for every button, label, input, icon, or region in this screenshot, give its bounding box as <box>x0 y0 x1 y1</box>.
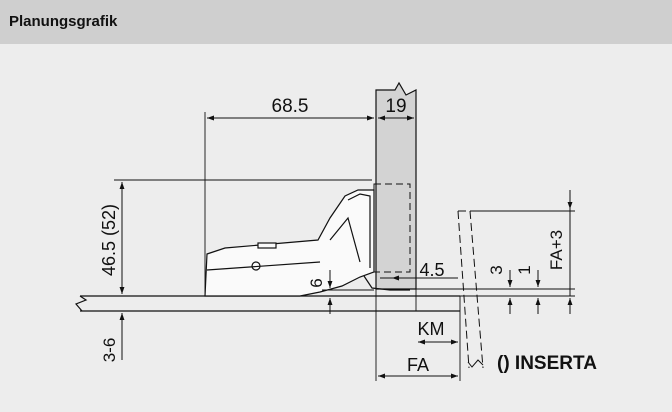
inserta-dashed-door <box>457 210 484 369</box>
dim-4-5: 4.5 <box>419 260 444 280</box>
hinge-body <box>204 189 410 297</box>
dim-3-6: 3-6 <box>100 338 119 363</box>
dim-km: KM <box>418 319 445 339</box>
hinge-technical-drawing: 68.5 19 46.5 (52) 6 4.5 3 1 FA+3 3-6 KM … <box>74 81 597 381</box>
inserta-label: () INSERTA <box>497 353 597 374</box>
extension-lines <box>114 90 575 381</box>
dim-height: 46.5 (52) <box>99 204 119 276</box>
dim-6: 6 <box>307 278 326 287</box>
dim-top-width: 68.5 <box>272 96 309 117</box>
dim-1: 1 <box>515 265 534 274</box>
dim-door-thickness: 19 <box>385 96 406 117</box>
inserta-break-mark <box>467 359 484 368</box>
dim-fa: FA <box>407 355 429 375</box>
dim-3: 3 <box>487 265 506 274</box>
panel-header: Planungsgrafik <box>0 0 672 44</box>
cabinet-side-panel <box>74 295 460 312</box>
dimension-lines <box>119 115 573 379</box>
dim-fa-plus-3: FA+3 <box>547 230 566 270</box>
panel-title: Planungsgrafik <box>9 13 118 30</box>
